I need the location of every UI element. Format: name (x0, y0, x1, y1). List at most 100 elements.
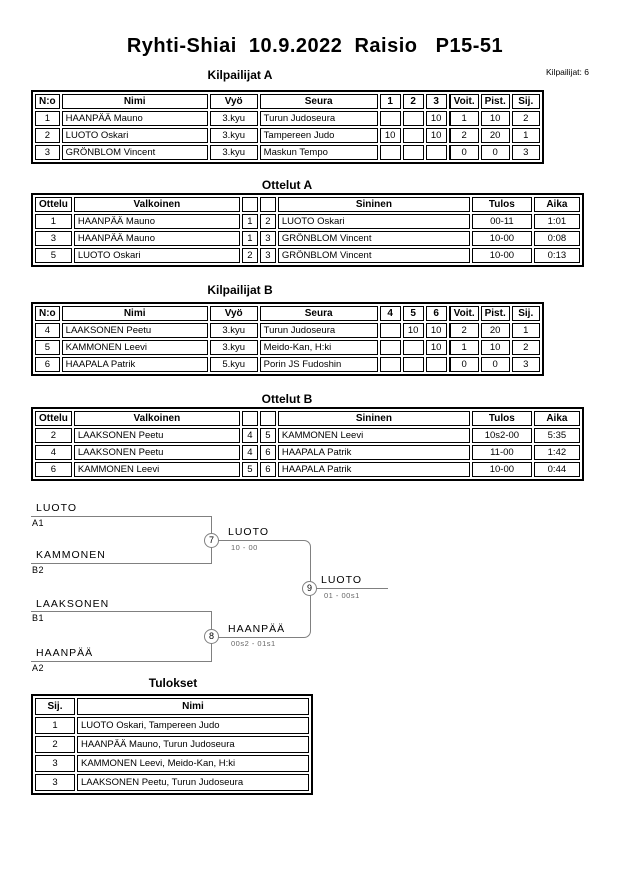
cell: 3.kyu (209, 111, 258, 126)
match-score-label: 10 - 00 (231, 543, 258, 552)
header-row: Ottelu Valkoinen Sininen Tulos Aika (35, 197, 580, 212)
column-header: Sij. (511, 306, 540, 321)
cell: 2 (511, 340, 540, 355)
cell: HAAPALA Patrik (277, 462, 470, 477)
ottelut-b-table: Ottelu Valkoinen Sininen Tulos Aika 2 LA… (31, 407, 584, 481)
cell: Turun Judoseura (259, 111, 378, 126)
cell: HAAPALA Patrik (277, 445, 470, 460)
competitor-count: Kilpailijat: 6 (546, 67, 589, 77)
column-header: Ottelu (35, 411, 72, 426)
match-number-badge: 8 (204, 629, 219, 644)
column-header (241, 197, 258, 212)
cell: 3 (35, 145, 60, 160)
cell: HAANPÄÄ Mauno, Turun Judoseura (77, 736, 309, 753)
cell: 10 (379, 128, 401, 143)
cell: 5 (259, 428, 276, 443)
cell: 4 (35, 445, 72, 460)
cell (402, 357, 424, 372)
cell: 11-00 (471, 445, 532, 460)
table-row: 2 HAANPÄÄ Mauno, Turun Judoseura (35, 736, 309, 753)
cell (402, 145, 424, 160)
cell: LAAKSONEN Peetu, Turun Judoseura (77, 774, 309, 791)
cell: 2 (448, 128, 479, 143)
column-header: 1 (379, 94, 401, 109)
cell: 6 (35, 462, 72, 477)
cell: 3.kyu (209, 145, 258, 160)
bracket-line (31, 611, 212, 612)
column-header: Voit. (448, 306, 479, 321)
cell: 3 (511, 357, 540, 372)
cell: HAAPALA Patrik (61, 357, 208, 372)
cell: 00-11 (471, 214, 532, 229)
column-header: Valkoinen (73, 197, 240, 212)
cell: Porin JS Fudoshin (259, 357, 378, 372)
cell (379, 111, 401, 126)
bracket-slot-code: A2 (32, 663, 45, 673)
column-header: Aika (533, 411, 580, 426)
cell: 2 (259, 214, 276, 229)
cell: 3 (35, 774, 75, 791)
cell: 4 (35, 323, 60, 338)
ottelut-a-table: Ottelu Valkoinen Sininen Tulos Aika 1 HA… (31, 193, 584, 267)
column-header: Nimi (61, 94, 208, 109)
cell: GRÖNBLOM Vincent (61, 145, 208, 160)
cell: LUOTO Oskari (277, 214, 470, 229)
cell: 3 (259, 248, 276, 263)
column-header: Vyö (209, 94, 258, 109)
bracket-line (31, 563, 212, 564)
match-score-label: 00s2 - 01s1 (231, 639, 276, 648)
cell: 1 (511, 128, 540, 143)
cell: HAANPÄÄ Mauno (61, 111, 208, 126)
cell: 3.kyu (209, 323, 258, 338)
cell: 0 (448, 145, 479, 160)
cell (402, 340, 424, 355)
column-header (259, 197, 276, 212)
match-winner-label: LUOTO (321, 574, 362, 586)
cell: LAAKSONEN Peetu (73, 428, 240, 443)
cell (379, 357, 401, 372)
bracket-line (211, 540, 311, 590)
cell (425, 357, 447, 372)
header-row: N:o Nimi Vyö Seura 1 2 3 Voit. Pist. Sij… (35, 94, 540, 109)
cell: LAAKSONEN Peetu (73, 445, 240, 460)
cell (402, 111, 424, 126)
cell: 1 (448, 111, 479, 126)
column-header: Nimi (77, 698, 309, 715)
table-row: 1 LUOTO Oskari, Tampereen Judo (35, 717, 309, 734)
cell: 10 (425, 128, 447, 143)
cell: 10-00 (471, 248, 532, 263)
cell: Maskun Tempo (259, 145, 378, 160)
table-row: 1 HAANPÄÄ Mauno 3.kyu Turun Judoseura 10… (35, 111, 540, 126)
column-header: Sij. (511, 94, 540, 109)
table-row: 6 KAMMONEN Leevi 5 6 HAAPALA Patrik 10-0… (35, 462, 580, 477)
column-header: Sij. (35, 698, 75, 715)
column-header (259, 411, 276, 426)
cell: 3 (259, 231, 276, 246)
cell: 1 (241, 214, 258, 229)
match-number-badge: 9 (302, 581, 317, 596)
table-row: 4 LAAKSONEN Peetu 3.kyu Turun Judoseura … (35, 323, 540, 338)
cell (425, 145, 447, 160)
column-header: 5 (402, 306, 424, 321)
cell: 4 (241, 445, 258, 460)
cell: 6 (259, 462, 276, 477)
section-title-ottelut-a: Ottelut A (261, 178, 313, 192)
cell: 3 (35, 231, 72, 246)
header-row: Ottelu Valkoinen Sininen Tulos Aika (35, 411, 580, 426)
match-winner-label: HAANPÄÄ (228, 623, 286, 635)
cell: 10-00 (471, 231, 532, 246)
cell: 20 (480, 323, 510, 338)
cell: 1 (35, 717, 75, 734)
cell: 20 (480, 128, 510, 143)
cell (379, 340, 401, 355)
bracket-slot-code: A1 (32, 518, 45, 528)
table-row: 3 GRÖNBLOM Vincent 3.kyu Maskun Tempo 0 … (35, 145, 540, 160)
cell: 6 (35, 357, 60, 372)
section-title-kilpailijat-a: Kilpailijat A (207, 68, 273, 82)
cell: LAAKSONEN Peetu (61, 323, 208, 338)
cell: 1 (35, 111, 60, 126)
bracket-line (31, 661, 212, 662)
column-header: Pist. (480, 94, 510, 109)
cell: LUOTO Oskari, Tampereen Judo (77, 717, 309, 734)
